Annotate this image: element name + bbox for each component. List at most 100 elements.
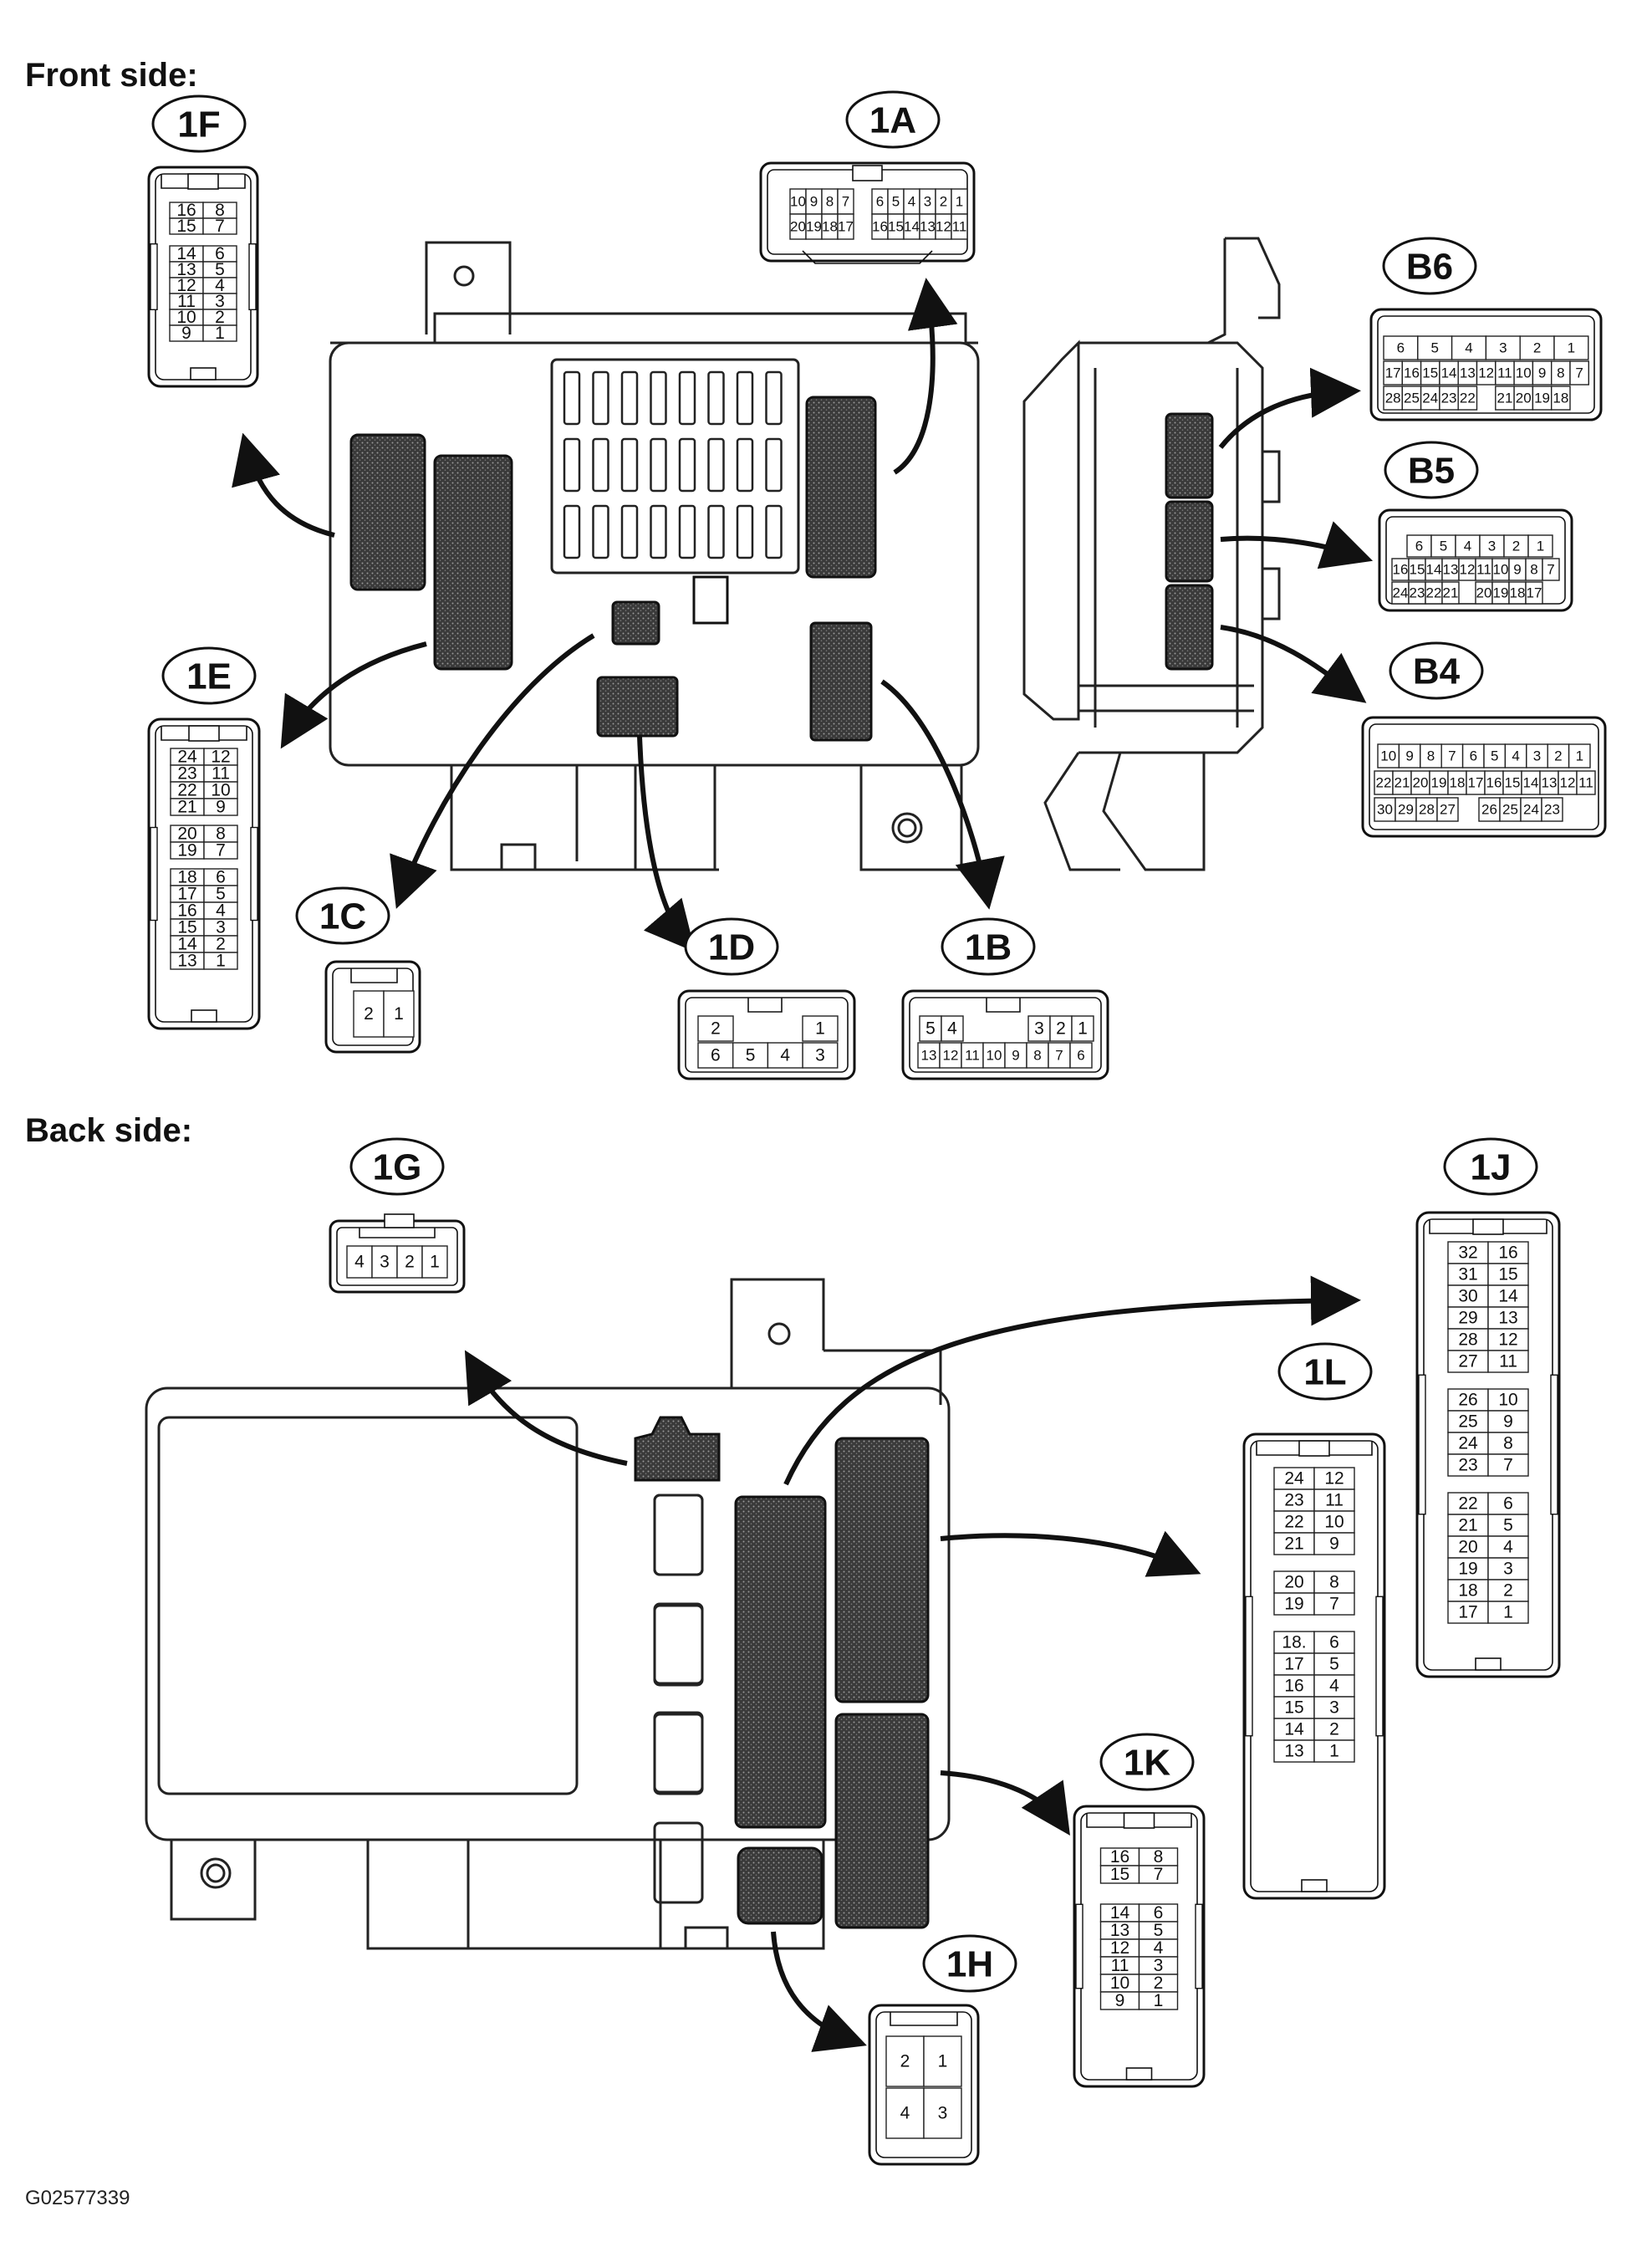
pin-number: 5: [1503, 1516, 1513, 1535]
connector-label: B4: [1413, 651, 1461, 692]
pin-number: 30: [1377, 802, 1393, 818]
pin-number: 6: [215, 244, 225, 263]
pin-number: 14: [176, 244, 196, 263]
pin-number: 16: [1404, 365, 1420, 381]
back-fuse-slots-extra: [653, 1821, 704, 1904]
pin-number: 22: [1458, 1494, 1477, 1514]
side-view-block: [1022, 237, 1281, 871]
pin-number: 4: [900, 2104, 910, 2123]
pin-number: 2: [215, 308, 225, 327]
fuse-slot: [678, 437, 696, 493]
pin-number: 14: [1441, 365, 1457, 381]
pin-number: 19: [1493, 585, 1509, 601]
pin-number: 25: [1502, 802, 1518, 818]
pin-number: 16: [1486, 775, 1502, 791]
pin-number: 19: [806, 219, 822, 235]
pin-number: 11: [212, 764, 230, 784]
pin-number: 29: [1458, 1309, 1477, 1328]
label-c1H: 1H: [922, 1934, 1017, 1993]
pin-number: 16: [1498, 1243, 1517, 1263]
pin-number: 3: [815, 1046, 825, 1065]
pin-number: 17: [1527, 585, 1542, 601]
fuse-slot: [563, 370, 581, 426]
pin-number: 10: [211, 781, 230, 800]
pin-number: 15: [1284, 1698, 1303, 1718]
pin-number: 4: [215, 276, 225, 295]
pin-number: 10: [790, 194, 806, 210]
back-side-title: Back side:: [25, 1112, 193, 1149]
pin-number: 3: [924, 194, 931, 210]
pin-number: 2: [711, 1019, 721, 1039]
pin-number: 10: [987, 1048, 1002, 1064]
pin-number: 15: [1110, 1865, 1129, 1884]
connector-label: B5: [1408, 451, 1455, 492]
pin-number: 12: [1110, 1938, 1129, 1958]
pin-number: 11: [177, 292, 196, 311]
label-c1E: 1E: [161, 646, 257, 705]
pin-number: 25: [1458, 1412, 1477, 1432]
pin-number: 2: [900, 2052, 910, 2071]
connector-label: 1F: [177, 105, 220, 146]
fuse-slot: [765, 504, 783, 559]
fuse-slot: [650, 504, 667, 559]
pin-number: 23: [1284, 1491, 1303, 1510]
back-modules: [634, 1416, 930, 1929]
pin-number: 1: [1078, 1019, 1088, 1039]
pin-number: 15: [1505, 775, 1521, 791]
pin-number: 5: [746, 1046, 756, 1065]
label-c1J: 1J: [1443, 1137, 1538, 1196]
fuse-slot: [707, 437, 725, 493]
pin-number: 17: [1385, 365, 1401, 381]
pin-number: 22: [1284, 1513, 1303, 1532]
pin-number: 3: [1488, 539, 1496, 554]
pin-number: 11: [952, 219, 967, 235]
pin-number: 28: [1419, 802, 1435, 818]
pin-number: 12: [936, 219, 951, 235]
pin-number: 2: [940, 194, 947, 210]
pin-number: 6: [1154, 1903, 1164, 1923]
pin-number: 10: [1493, 562, 1509, 578]
pin-number: 8: [1033, 1048, 1041, 1064]
pin-number: 6: [1397, 340, 1405, 356]
pin-number: 14: [1110, 1903, 1130, 1923]
pin-number: 4: [1154, 1938, 1164, 1958]
pin-number: 13: [1542, 775, 1558, 791]
pin-number: 3: [1533, 748, 1541, 764]
pin-number: 7: [1055, 1048, 1063, 1064]
pin-number: 10: [1516, 365, 1532, 381]
pin-number: 23: [177, 764, 196, 784]
pin-number: 19: [1431, 775, 1447, 791]
pin-number: 25: [1404, 391, 1420, 406]
pin-number: 23: [1410, 585, 1425, 601]
pin-number: 1: [215, 324, 225, 343]
pin-number: 19: [177, 841, 196, 860]
pin-number: 14: [1498, 1287, 1518, 1306]
pin-number: 27: [1458, 1352, 1477, 1371]
pin-number: 4: [1329, 1677, 1339, 1696]
pin-number: 24: [1458, 1434, 1478, 1453]
connector-label: 1A: [869, 100, 916, 141]
pin-number: 14: [1284, 1720, 1304, 1739]
front-fuse-grid: [563, 370, 783, 559]
pin-number: 20: [1413, 775, 1429, 791]
pin-number: 17: [1284, 1655, 1303, 1674]
pin-number: 8: [1530, 562, 1537, 578]
pin-number: 14: [1426, 562, 1442, 578]
pin-number: 20: [1284, 1573, 1303, 1592]
pin-number: 1: [1576, 748, 1583, 764]
pin-number: 21: [1443, 585, 1459, 601]
pin-number: 2: [1512, 539, 1520, 554]
pin-number: 28: [1385, 391, 1401, 406]
pin-number: 1: [1154, 1991, 1164, 2010]
fuse-slot: [620, 437, 639, 493]
label-c1L: 1L: [1277, 1342, 1373, 1401]
pin-number: 20: [1458, 1538, 1477, 1557]
pin-number: 2: [1533, 340, 1541, 356]
pin-number: 32: [1458, 1243, 1477, 1263]
label-cB6: B6: [1382, 237, 1477, 295]
pin-number: 17: [1458, 1603, 1477, 1622]
